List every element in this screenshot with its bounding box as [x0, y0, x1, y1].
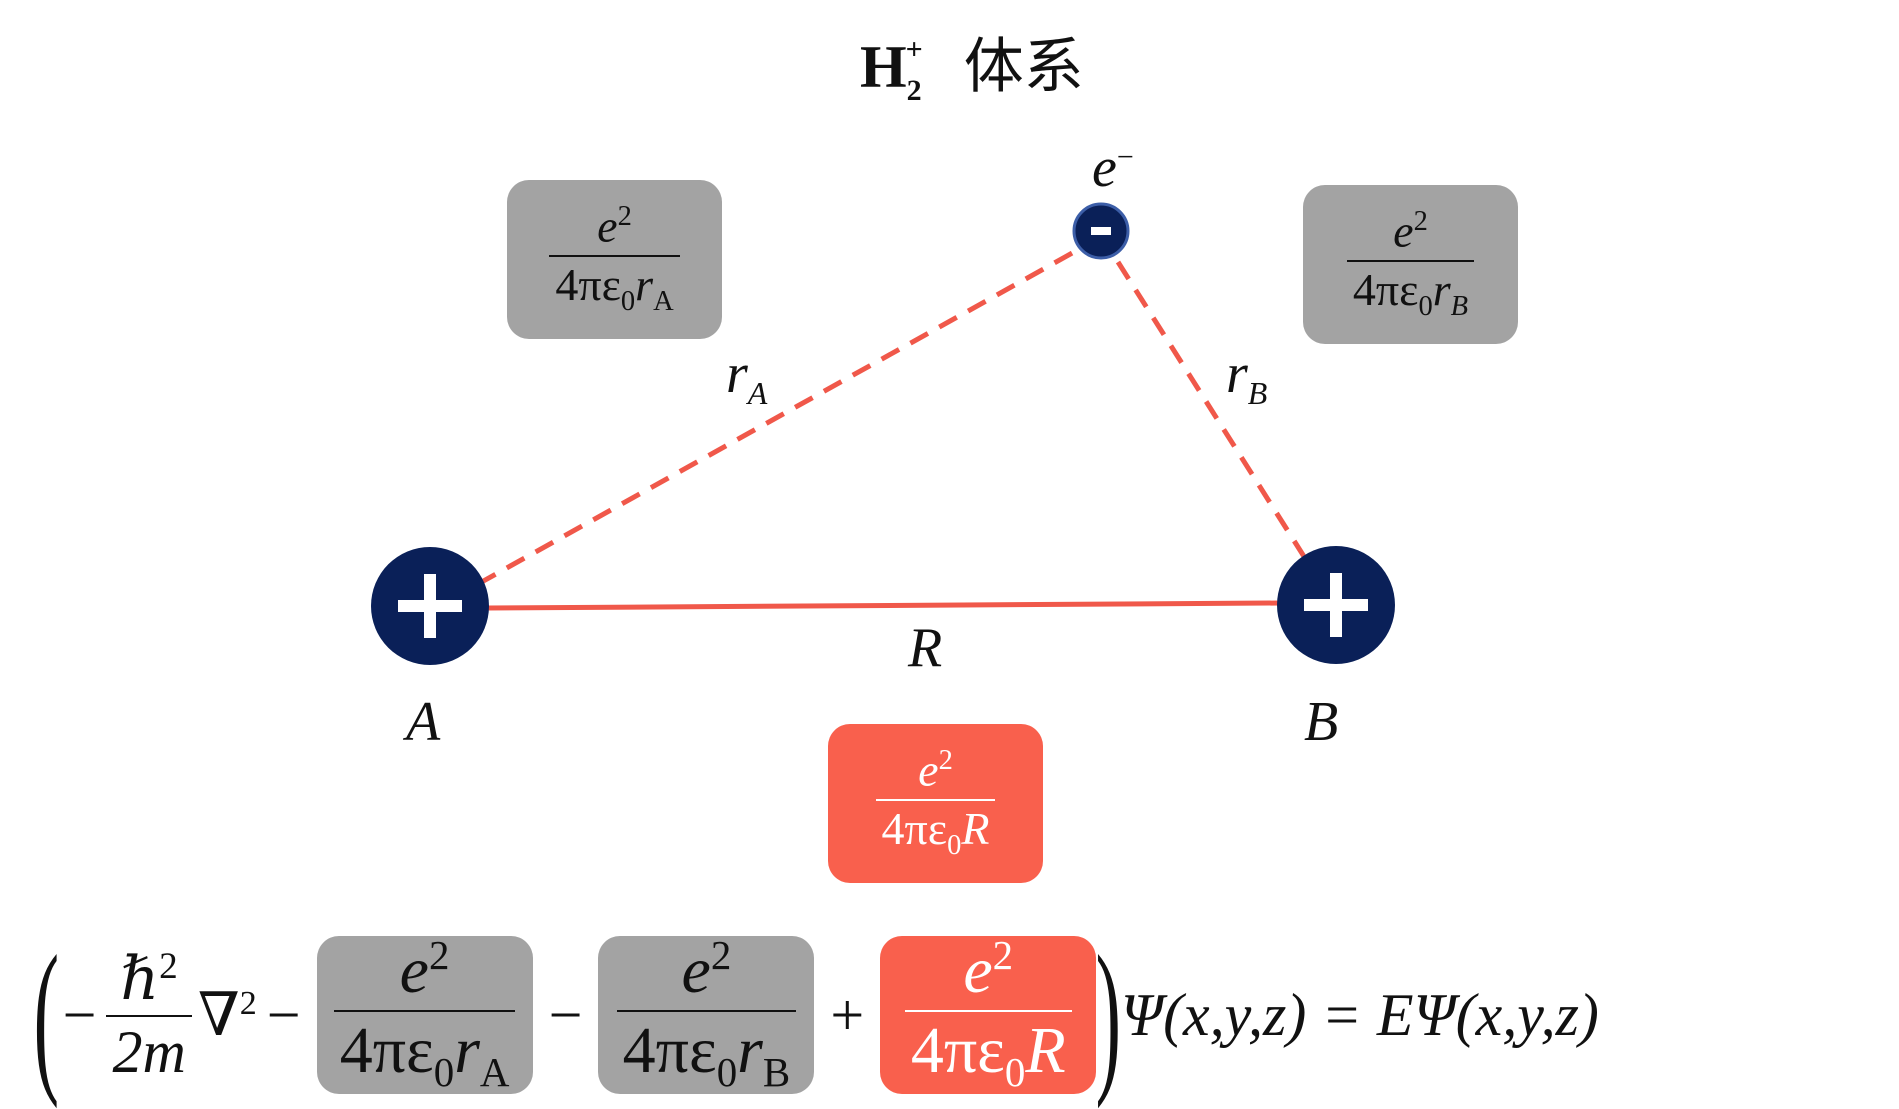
- title-subscript: 2: [906, 74, 922, 107]
- attraction-b-box: e2 4πε0rB: [1303, 185, 1518, 344]
- title-molecule: H: [860, 34, 907, 100]
- equation-plus: +: [830, 981, 865, 1048]
- line-r-b: [1115, 260, 1313, 568]
- equation-open-paren: (: [33, 921, 60, 1109]
- label-nucleus-b: B: [1304, 691, 1339, 753]
- electron: [1072, 202, 1130, 260]
- equation-attraction-a: e2 4πε0rA: [316, 934, 533, 1094]
- repulsion-box: e2 4πε0R: [828, 724, 1043, 883]
- attraction-a-box: e2 4πε0rA: [507, 180, 722, 339]
- nucleus-b: [1277, 546, 1395, 664]
- equation-minus-1: −: [62, 981, 97, 1048]
- nucleus-a: [371, 547, 489, 665]
- label-nucleus-a: A: [406, 691, 441, 753]
- label-distance-r: R: [908, 617, 943, 679]
- label-electron: e−: [1092, 137, 1134, 199]
- equation-attraction-b: e2 4πε0rB: [598, 934, 815, 1094]
- equation-minus-3: −: [548, 981, 583, 1048]
- line-r-a: [476, 239, 1094, 587]
- label-r-a: rA: [726, 343, 768, 412]
- equation-minus-2: −: [266, 981, 301, 1048]
- line-r: [487, 600, 1281, 611]
- diagram-title: H2 + 体系: [860, 10, 1084, 131]
- schrodinger-equation: ( − ℏ2 2m ∇2 − e2 4πε0rA − e2 4πε0rB + e…: [34, 921, 1599, 1109]
- nabla-operator: ∇2: [197, 982, 257, 1048]
- label-r-b: rB: [1226, 343, 1268, 412]
- kinetic-fraction: ℏ2 2m: [106, 946, 192, 1084]
- equation-close-paren: ): [1095, 921, 1122, 1109]
- equation-rhs: Ψ(x,y,z) = EΨ(x,y,z): [1120, 981, 1599, 1048]
- title-system-text: 体系: [963, 32, 1084, 102]
- equation-repulsion: e2 4πε0R: [880, 934, 1097, 1094]
- title-superscript: +: [905, 33, 923, 66]
